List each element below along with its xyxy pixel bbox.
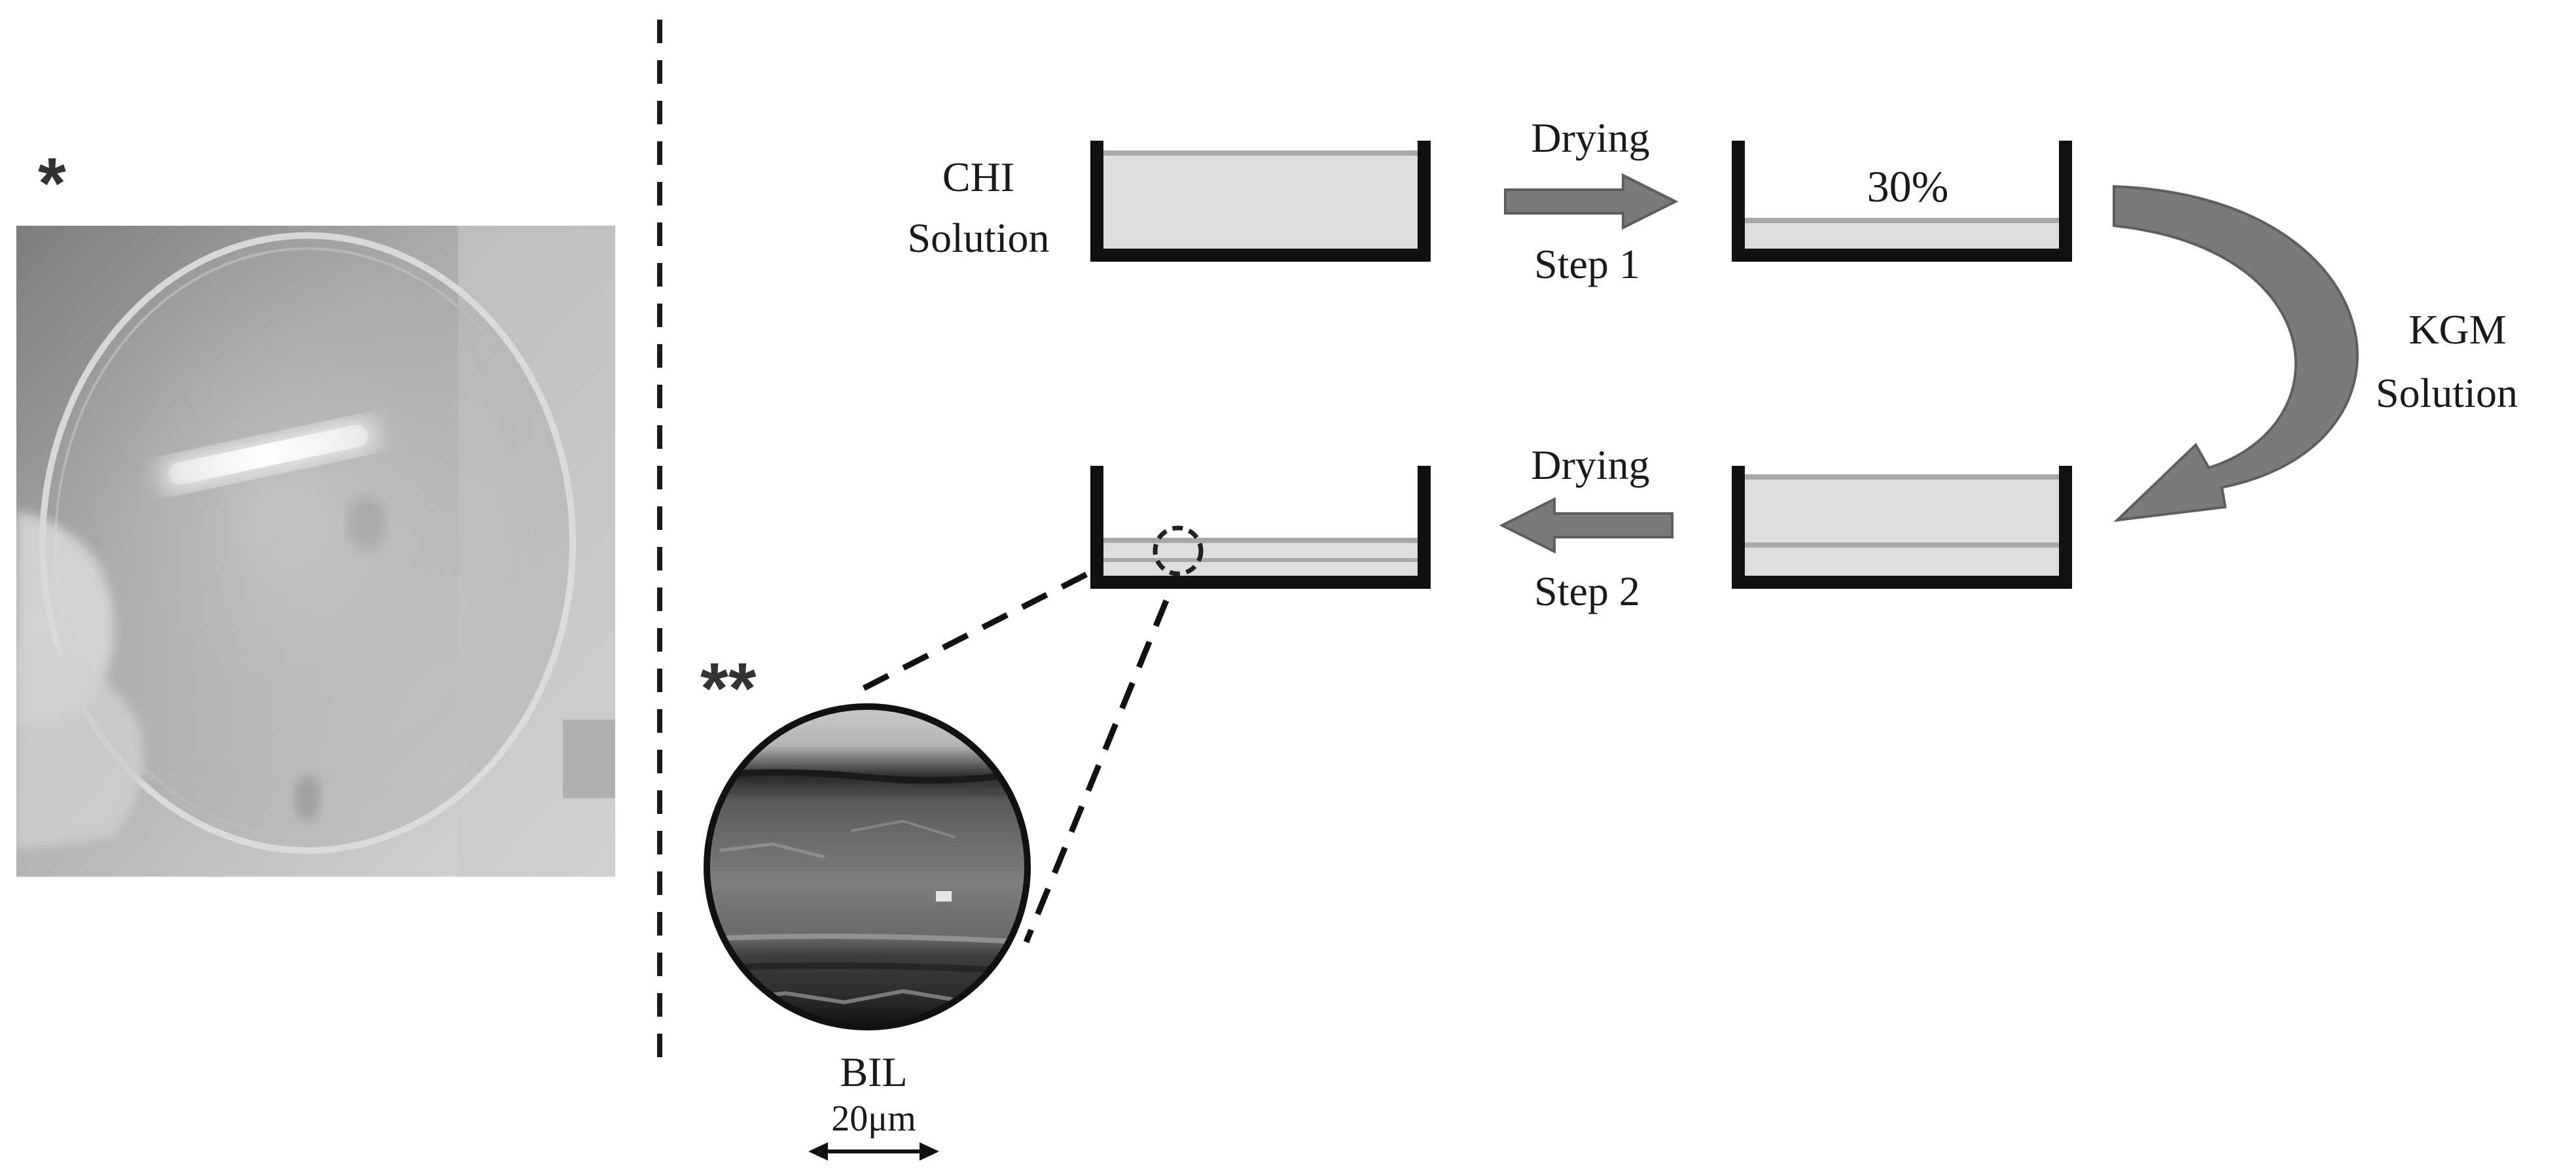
zoom-region-marker	[1153, 525, 1204, 576]
sem-cross-section	[704, 703, 1031, 1030]
arrow-drying-step-2	[1499, 497, 1673, 554]
percent-label: 30%	[1867, 162, 1949, 211]
drying-step-2-label: Drying	[1531, 442, 1649, 488]
scale-bar-label: 20μm	[831, 1098, 916, 1139]
curved-arrow-add-kgm	[2113, 184, 2359, 522]
sem-marker: **	[700, 648, 757, 729]
chi-solution-label-line1: CHI	[942, 154, 1014, 200]
zoom-line-upper	[849, 571, 1088, 698]
film-photograph: *	[16, 143, 615, 877]
container-kgm-over-chi	[1732, 466, 2072, 589]
kgm-solution-label-line1: KGM	[2408, 306, 2506, 353]
zoom-line-lower	[1023, 599, 1170, 943]
container-bilayer-film	[1090, 466, 1431, 589]
chi-solution-label-line2: Solution	[908, 215, 1050, 261]
bil-label: BIL	[840, 1049, 907, 1095]
step-1-label: Step 1	[1534, 241, 1640, 287]
photo-marker: *	[38, 143, 66, 224]
arrow-drying-step-1	[1504, 173, 1679, 230]
step-2-label: Step 2	[1534, 568, 1640, 614]
kgm-solution-label-line2: Solution	[2376, 370, 2518, 416]
container-chi-solution	[1090, 141, 1431, 262]
scale-bar	[808, 1142, 939, 1161]
container-dried-30-percent	[1732, 141, 2072, 262]
drying-step-1-label: Drying	[1531, 114, 1649, 161]
